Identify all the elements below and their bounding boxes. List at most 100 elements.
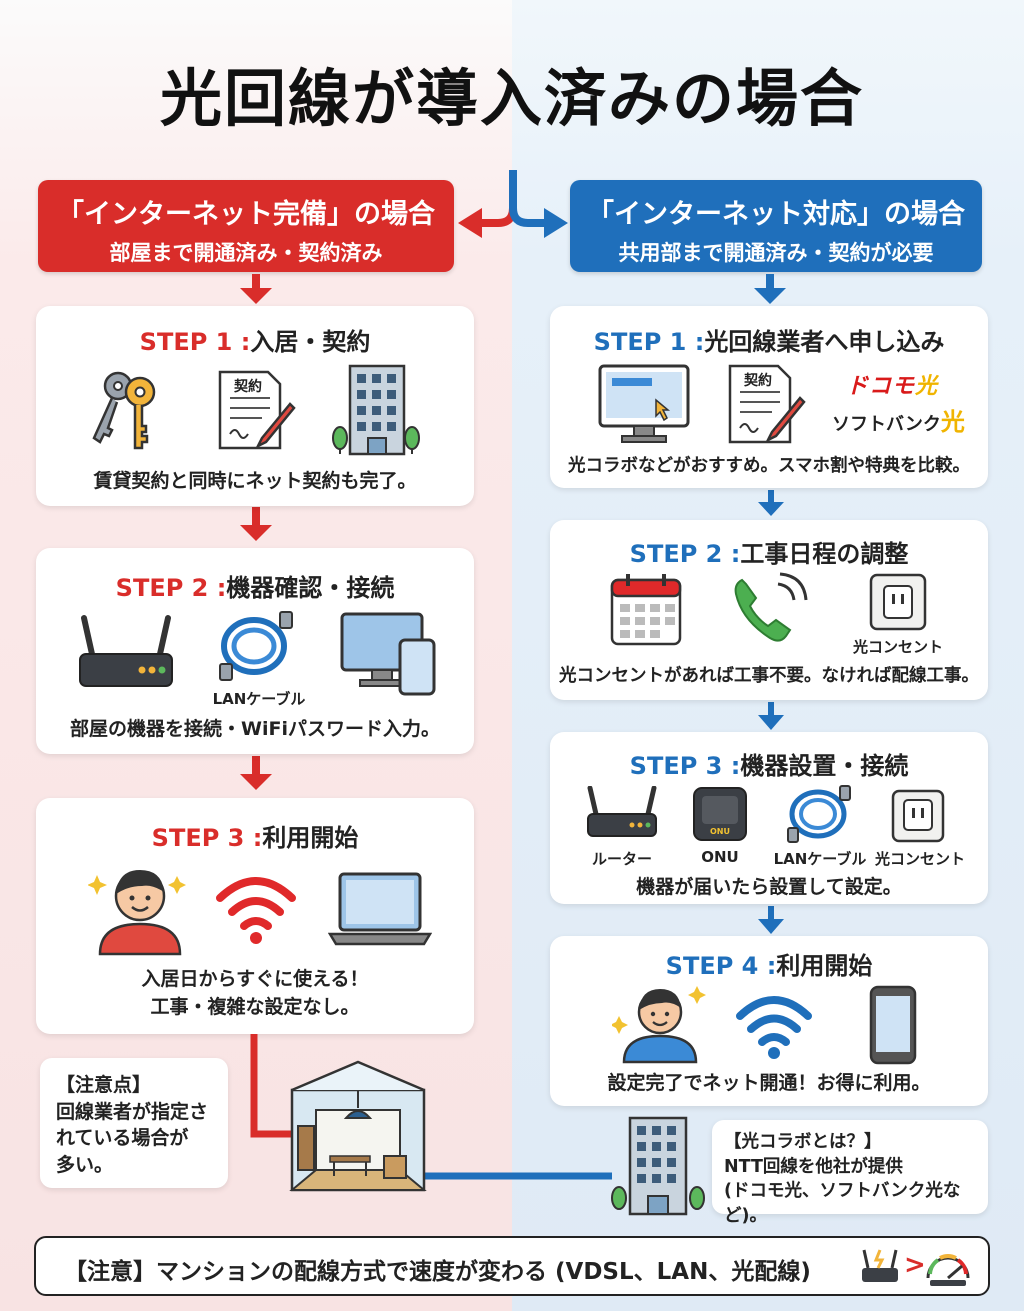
arrow-down-icon	[754, 274, 786, 304]
left-step-1-title: STEP 1 :入居・契約	[36, 322, 474, 357]
wifi-icon	[216, 877, 296, 944]
note-title: 【注意点】	[56, 1074, 152, 1096]
contract-doc-label: 契約	[234, 379, 262, 395]
wifi-icon	[736, 996, 812, 1059]
speedometer-icon	[926, 1254, 970, 1286]
right-step-3-caption: 機器が届いたら設置して設定。	[636, 876, 902, 898]
left-header-subtitle: 部屋まで開通済み・契約済み	[109, 241, 383, 265]
arrow-down-icon	[758, 702, 784, 730]
happy-person-icon	[612, 986, 706, 1064]
left-step-2-caption: 部屋の機器を接続・WiFiパスワード入力。	[70, 718, 440, 740]
right-step-1-title: STEP 1 :光回線業者へ申し込み	[550, 322, 988, 357]
step-title-text: 利用開始	[262, 824, 359, 852]
step-number: STEP 2 :	[629, 540, 741, 568]
keys-icon	[92, 371, 156, 450]
left-step-3-title: STEP 3 :利用開始	[36, 818, 474, 853]
note-line: (ドコモ光、ソフトバンク光など)。	[724, 1181, 961, 1226]
note-line: れている場合が	[56, 1127, 189, 1150]
brand-name: ソフトバンク	[832, 414, 941, 435]
arrow-down-icon	[758, 906, 784, 934]
step-number: STEP 1 :	[139, 328, 251, 356]
step-title-text: 機器設置・接続	[740, 752, 909, 780]
step-number: STEP 3 :	[151, 824, 263, 852]
note-line: 多い。	[56, 1153, 114, 1176]
happy-person-icon	[88, 870, 186, 956]
laptop-icon	[328, 872, 432, 946]
contract-icon	[218, 370, 296, 450]
footer-notice: 【注意】マンションの配線方式で速度が変わる (VDSL、LAN、光配線) >	[34, 1236, 990, 1296]
contract-icon	[728, 364, 806, 444]
apartment-building-icon	[611, 1116, 705, 1216]
footer-text: 【注意】マンションの配線方式で速度が変わる (VDSL、LAN、光配線)	[64, 1259, 811, 1285]
left-header: 「インターネット完備」の場合 部屋まで開通済み・契約済み	[38, 180, 454, 272]
lan-cable-label: LANケーブル	[773, 850, 867, 868]
optical-outlet-label: 光コンセント	[874, 850, 965, 868]
caption-line: 工事・複雑な設定なし。	[150, 995, 360, 1018]
building-icon	[332, 364, 420, 456]
left-step-3-card: STEP 3 :利用開始 入居日からすぐに使える！ 工事・複雑な設定なし。	[36, 798, 474, 1034]
right-step-2-title: STEP 2 :工事日程の調整	[550, 534, 988, 569]
note-line: NTT回線を他社が提供	[724, 1156, 903, 1177]
brand-suffix: 光	[915, 374, 939, 399]
arrow-down-icon	[240, 274, 272, 304]
step-title-text: 機器確認・接続	[226, 574, 395, 602]
arrow-down-icon	[240, 507, 272, 541]
phone-icon	[734, 572, 808, 642]
smartphone-icon	[869, 985, 917, 1065]
right-step-3-title: STEP 3 :機器設置・接続	[550, 746, 988, 781]
right-step-4-title: STEP 4 :利用開始	[550, 946, 988, 981]
greater-than-sign: >	[904, 1250, 926, 1280]
right-step-1-caption: 光コラボなどがおすすめ。スマホ割や特典を比較。	[568, 456, 970, 476]
calendar-icon	[610, 574, 682, 646]
left-step-1-caption: 賃貸契約と同時にネット契約も完了。	[93, 470, 417, 492]
right-header-title: 「インターネット対応」の場合	[587, 199, 965, 230]
left-step-2-title: STEP 2 :機器確認・接続	[36, 568, 474, 603]
right-step-4-card: STEP 4 :利用開始 設定完了でネット開通！お得に利用。	[550, 936, 988, 1106]
right-header: 「インターネット対応」の場合 共用部まで開通済み・契約が必要	[570, 180, 982, 272]
softbank-hikari-logo: ソフトバンク光	[832, 402, 965, 437]
onu-label: ONU	[701, 848, 739, 866]
left-note: 【注意点】 回線業者が指定さ れている場合が 多い。	[40, 1058, 228, 1188]
onu-device-text: ONU	[710, 827, 730, 836]
lan-cable-icon	[219, 611, 293, 681]
router-label: ルーター	[591, 850, 652, 868]
step-title-text: 利用開始	[776, 952, 873, 980]
onu-icon: ONU	[693, 787, 747, 841]
left-step-2-card: STEP 2 :機器確認・接続 LANケーブル 部屋の機器を接続・WiFiパスワ…	[36, 548, 474, 754]
optical-outlet-icon	[891, 789, 945, 843]
right-step-2-caption: 光コンセントがあれば工事不要。なければ配線工事。	[559, 666, 979, 686]
brand-suffix: 光	[940, 408, 965, 436]
step-title-text: 工事日程の調整	[740, 540, 909, 568]
connection-lines	[250, 1034, 612, 1180]
left-header-title: 「インターネット完備」の場合	[57, 199, 435, 230]
step-number: STEP 1 :	[593, 328, 705, 356]
brand-name: ドコモ	[846, 374, 916, 399]
step-number: STEP 3 :	[629, 752, 741, 780]
step-title-text: 入居・契約	[250, 328, 371, 356]
contract-doc-label: 契約	[744, 373, 772, 389]
right-step-1-card: STEP 1 :光回線業者へ申し込み 契約 ドコモ光 ソフトバンク光 光コラボな…	[550, 306, 988, 488]
right-header-subtitle: 共用部まで開通済み・契約が必要	[618, 241, 934, 265]
slow-router-icon	[862, 1249, 898, 1282]
page-title: 光回線が導入済みの場合	[159, 62, 864, 135]
room-icon	[289, 1060, 427, 1192]
computer-icon	[598, 364, 690, 443]
left-step-1-card: STEP 1 :入居・契約 契約 賃貸契約と同時にネット契約も完了。	[36, 306, 474, 506]
right-step-3-card: STEP 3 :機器設置・接続 ルーター ONU ONU LANケーブル 光コン…	[550, 732, 988, 904]
router-icon	[587, 786, 657, 837]
right-step-4-caption: 設定完了でネット開通！お得に利用。	[607, 1072, 931, 1094]
note-title: 【光コラボとは？】	[724, 1132, 882, 1152]
optical-outlet-label: 光コンセント	[852, 638, 943, 656]
note-line: 回線業者が指定さ	[56, 1100, 209, 1123]
lan-cable-label: LANケーブル	[212, 690, 306, 708]
optical-outlet-icon	[869, 573, 927, 631]
caption-line: 入居日からすぐに使える！	[141, 968, 369, 990]
docomo-hikari-logo: ドコモ光	[846, 368, 938, 400]
right-note: 【光コラボとは？】 NTT回線を他社が提供 (ドコモ光、ソフトバンク光など)。	[712, 1120, 988, 1226]
arrow-down-icon	[758, 490, 784, 516]
step-number: STEP 2 :	[115, 574, 227, 602]
step-number: STEP 4 :	[665, 952, 777, 980]
left-step-3-caption: 入居日からすぐに使える！ 工事・複雑な設定なし。	[36, 966, 474, 1021]
step-title-text: 光回線業者へ申し込み	[704, 328, 945, 356]
arrow-down-icon	[240, 756, 272, 790]
